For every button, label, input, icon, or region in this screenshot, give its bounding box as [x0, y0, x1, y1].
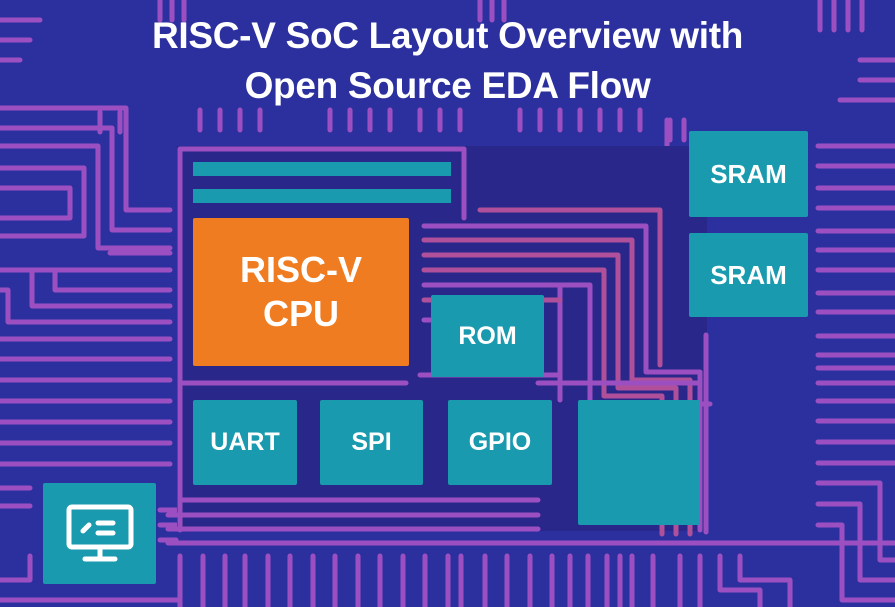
- monitor-icon-tile[interactable]: [43, 483, 156, 584]
- gpio-label: GPIO: [468, 428, 532, 456]
- rom-block[interactable]: ROM: [431, 295, 544, 377]
- uart-label: UART: [210, 428, 280, 456]
- sram-bottom-label: SRAM: [710, 259, 787, 290]
- uart-block[interactable]: UART: [193, 400, 297, 485]
- cpu-label-line-1: RISC-V: [239, 249, 362, 290]
- spi-block[interactable]: SPI: [320, 400, 423, 485]
- cpu-block[interactable]: RISC-V CPU: [193, 218, 409, 366]
- bus-bar-top: [193, 162, 451, 176]
- title-line-1: RISC-V SoC Layout Overview with: [151, 15, 744, 56]
- bus-bar-bottom: [193, 189, 451, 203]
- title-line-2: Open Source EDA Flow: [244, 65, 651, 106]
- rom-label: ROM: [458, 321, 517, 350]
- unlabeled-block[interactable]: [578, 400, 700, 525]
- gpio-block[interactable]: GPIO: [448, 400, 552, 485]
- sram-top-label: SRAM: [710, 158, 787, 189]
- cpu-label-line-2: CPU: [262, 293, 339, 334]
- sram-block-top[interactable]: SRAM: [689, 131, 808, 217]
- sram-block-bottom[interactable]: SRAM: [689, 233, 808, 317]
- monitor-with-code-icon: [66, 504, 133, 561]
- spi-label: SPI: [351, 428, 392, 456]
